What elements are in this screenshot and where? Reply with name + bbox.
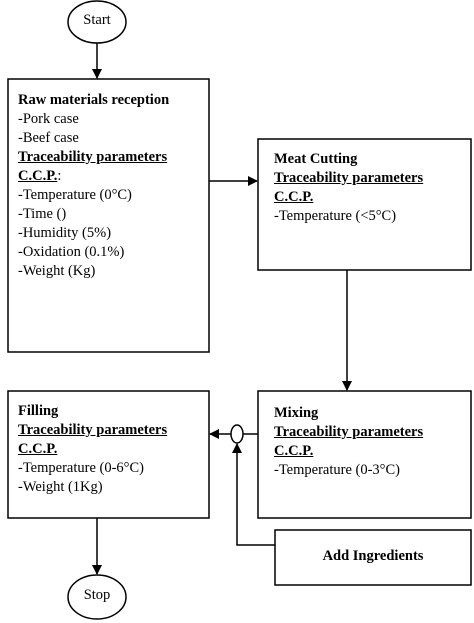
raw-param: -Weight (Kg) — [18, 263, 96, 279]
filling-trace-heading: Traceability parameters — [18, 422, 168, 438]
raw-item: -Beef case — [18, 130, 79, 146]
arrow-ingredients-to-junction — [232, 443, 275, 546]
raw-param: -Oxidation (0.1%) — [18, 244, 125, 260]
filling-box — [7, 390, 210, 519]
meat-cutting-ccp-label: C.C.P. — [274, 189, 314, 205]
filling-param: -Weight (1Kg) — [18, 479, 103, 495]
filling-ccp-label: C.C.P. — [18, 441, 58, 457]
meat-cutting-box — [257, 138, 472, 271]
meat-cutting-text: Meat Cutting Traceability parameters C.C… — [274, 150, 423, 226]
raw-item: -Pork case — [18, 111, 79, 127]
stop-terminal — [67, 574, 127, 620]
raw-param: -Temperature (0°C) — [18, 187, 132, 203]
mixing-param: -Temperature (0-3°C) — [274, 462, 400, 478]
stop-label: Stop — [83, 587, 111, 603]
add-ingredients-label: Add Ingredients — [322, 548, 424, 564]
raw-ccp-colon: : — [57, 168, 62, 184]
raw-materials-text: Raw materials reception -Pork case -Beef… — [18, 91, 169, 281]
raw-trace-heading: Traceability parameters — [18, 149, 168, 165]
mixing-ccp-label: C.C.P. — [274, 443, 314, 459]
mixing-title: Mixing — [274, 405, 319, 421]
raw-param: -Time () — [18, 206, 67, 222]
meat-cutting-title: Meat Cutting — [274, 151, 358, 167]
raw-ccp-label: C.C.P. — [18, 168, 58, 184]
mixing-box — [257, 390, 472, 519]
filling-title: Filling — [18, 403, 59, 419]
start-label: Start — [83, 12, 111, 28]
junction-circle — [230, 424, 244, 444]
filling-param: -Temperature (0-6°C) — [18, 460, 144, 476]
raw-ccp-line: C.C.P.: — [18, 167, 169, 186]
raw-param: -Humidity (5%) — [18, 225, 112, 241]
mixing-text: Mixing Traceability parameters C.C.P. -T… — [274, 404, 423, 480]
mixing-trace-heading: Traceability parameters — [274, 424, 424, 440]
raw-materials-box — [7, 78, 210, 353]
meat-cutting-trace-heading: Traceability parameters — [274, 170, 424, 186]
raw-materials-title: Raw materials reception — [18, 92, 170, 108]
add-ingredients-box — [274, 529, 472, 586]
filling-text: Filling Traceability parameters C.C.P. -… — [18, 402, 167, 497]
meat-cutting-param: -Temperature (<5°C) — [274, 208, 397, 224]
